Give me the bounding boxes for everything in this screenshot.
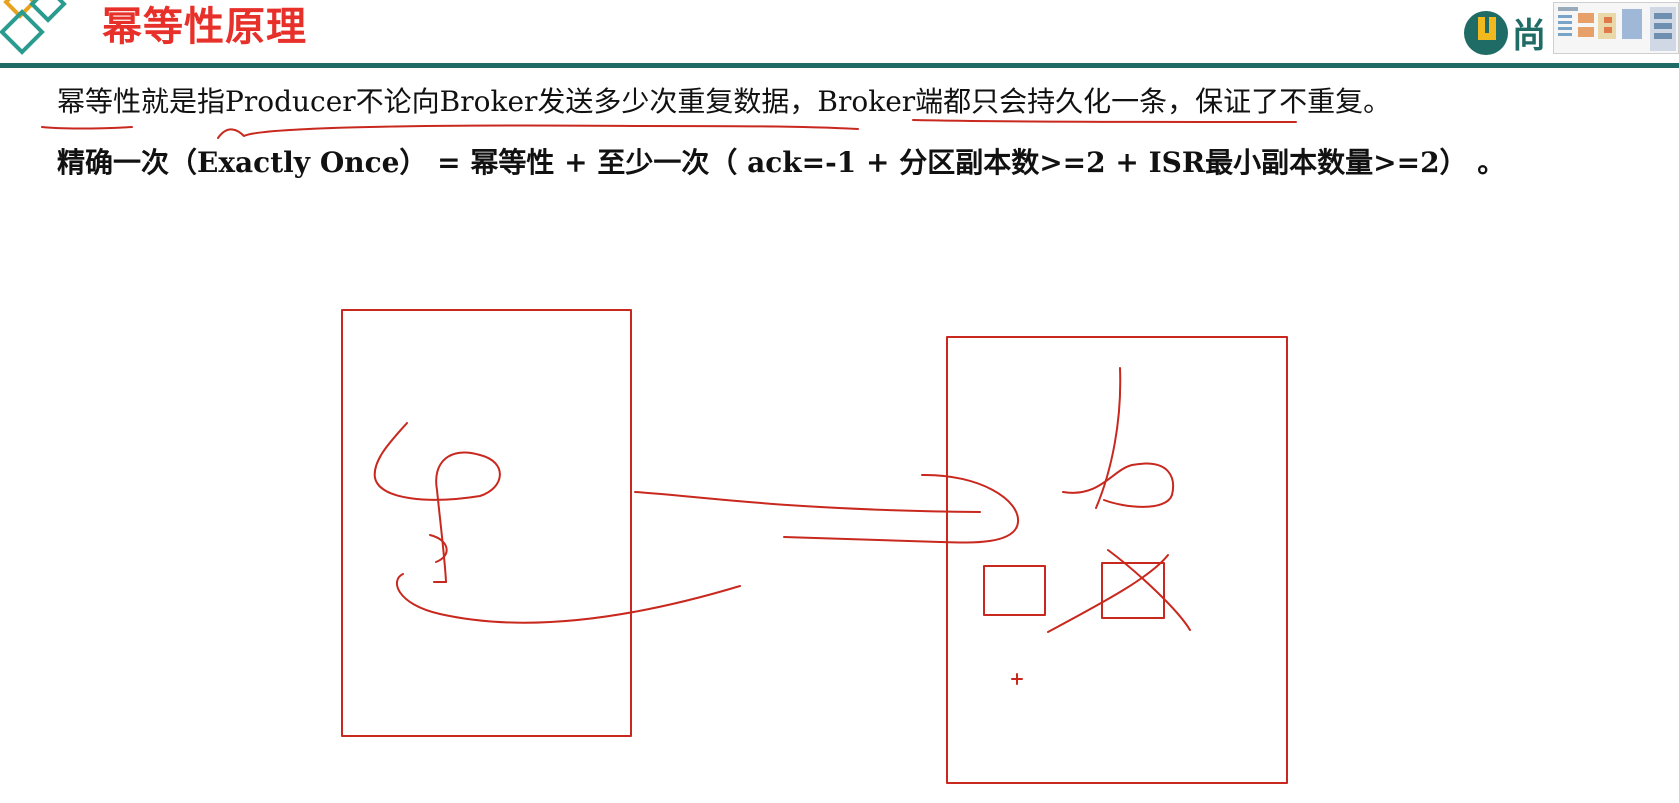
brand-logo-icon: 尚 [1464, 11, 1546, 56]
idempotence-definition: 幂等性就是指Producer不论向Broker发送多少次重复数据，Broker端… [57, 85, 1392, 118]
producer-scribble [373, 422, 501, 583]
brand-text: 尚 [1512, 16, 1546, 56]
producer-scribble [429, 534, 448, 563]
header-divider [0, 63, 1679, 68]
underline-stroke [41, 126, 133, 130]
cross-stroke [1107, 549, 1191, 631]
broker-scribble [1062, 462, 1174, 508]
arrow-stroke [634, 491, 981, 513]
slide-thumbnail[interactable] [1553, 2, 1679, 54]
plus-mark [1011, 673, 1023, 685]
stored-message-box [983, 565, 1046, 616]
arrow-stroke [783, 473, 1020, 544]
page-title: 幂等性原理 [102, 4, 307, 50]
broker-box [946, 336, 1288, 784]
underline-stroke [217, 124, 859, 139]
producer-box [341, 309, 632, 737]
broker-scribble [1095, 367, 1122, 509]
exactly-once-formula: 精确一次（Exactly Once） = 幂等性 + 至少一次（ ack=-1 … [57, 146, 1506, 179]
arrow-stroke [395, 573, 741, 624]
diamond-logo-icon [0, 0, 67, 55]
thumbnail-preview-icon [1558, 7, 1676, 51]
cross-stroke [1047, 554, 1169, 633]
rejected-duplicate-box [1101, 562, 1165, 619]
